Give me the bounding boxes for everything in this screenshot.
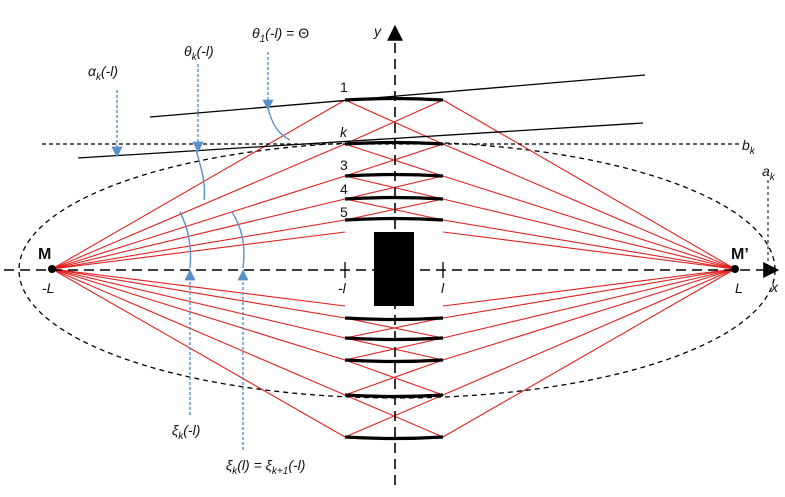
ray-segment [51, 268, 346, 396]
ray-segment [51, 268, 346, 307]
minus-l-label: -l [338, 280, 347, 296]
xi-eq-arc [231, 211, 245, 269]
mirror-arc [344, 216, 444, 222]
mirror-arc [344, 358, 444, 364]
mirror-arc [344, 140, 444, 146]
left-focus-dot [48, 265, 56, 273]
mirror-label-1: 1 [340, 79, 348, 95]
ray-segment [51, 175, 346, 270]
ray-segment [51, 268, 346, 438]
tangent-line-k [77, 122, 644, 159]
ray-segment [442, 268, 736, 361]
left-focus-label: M [38, 246, 51, 263]
ray-segment [51, 268, 346, 319]
ray-segment [442, 268, 736, 307]
ray-segment [442, 198, 736, 270]
xi-eq-label: ξk(l) = ξk+1(-l) [226, 457, 305, 477]
ray-segment [51, 99, 346, 270]
theta-k-label: θk(-l) [184, 43, 214, 63]
mirror-group [344, 96, 444, 441]
ray-segment [51, 219, 346, 270]
mirror-arc [344, 172, 444, 178]
ray-segment [344, 394, 444, 438]
y-axis-label: y [373, 23, 382, 39]
right-end-label: L [735, 280, 743, 296]
ray-segment [344, 317, 444, 339]
theta-k-arc [195, 149, 206, 201]
mirror-arc [344, 336, 444, 342]
x-axis-label: x [770, 279, 779, 295]
theta-1-label: θ1(-l) = Θ [252, 25, 309, 45]
mirror-arc [344, 316, 444, 322]
mirror-label-3: 3 [340, 157, 348, 173]
plus-l-label: l [441, 280, 445, 296]
left-end-label: -L [42, 280, 54, 296]
xi-k-arc [179, 211, 192, 269]
ray-segment [51, 198, 346, 270]
mirror-label-k: k [340, 124, 348, 140]
ray-segment [344, 143, 444, 177]
mirror-arc [344, 393, 444, 399]
ray-segment [442, 231, 736, 270]
right-focus-label: M’ [731, 246, 749, 263]
bk-label: bk [742, 137, 756, 157]
ray-segment [51, 268, 346, 361]
ray-segment [442, 268, 736, 438]
ray-segment [442, 175, 736, 270]
mirror-label-5: 5 [340, 204, 348, 220]
right-focus-dot [731, 265, 739, 273]
ray-segment [51, 268, 346, 339]
ak-label: ak [762, 163, 776, 183]
annotation-arrows [111, 52, 291, 450]
ray-segment [51, 143, 346, 270]
ray-segment [442, 268, 736, 339]
ray-segment [442, 143, 736, 270]
xi-k-label: ξk(-l) [172, 422, 200, 442]
ray-segment [344, 337, 444, 361]
ray-segment [442, 219, 736, 270]
mirror-arc [344, 96, 444, 102]
alpha-label: αk(-l) [88, 63, 118, 83]
ray-segment [344, 175, 444, 200]
ray-segment [344, 198, 444, 221]
ray-segment [344, 99, 444, 145]
tangent-line-1 [149, 74, 646, 118]
ray-paths [51, 99, 736, 438]
ray-segment [51, 231, 346, 270]
ray-segment [442, 268, 736, 319]
ray-segment [442, 268, 736, 396]
central-obstacle [374, 232, 414, 306]
mirror-arc [344, 195, 444, 201]
mirror-arc [344, 435, 444, 441]
theta-1-arc [267, 107, 291, 141]
ray-segment [344, 359, 444, 396]
mirror-label-4: 4 [340, 181, 348, 197]
ray-segment [442, 99, 736, 270]
